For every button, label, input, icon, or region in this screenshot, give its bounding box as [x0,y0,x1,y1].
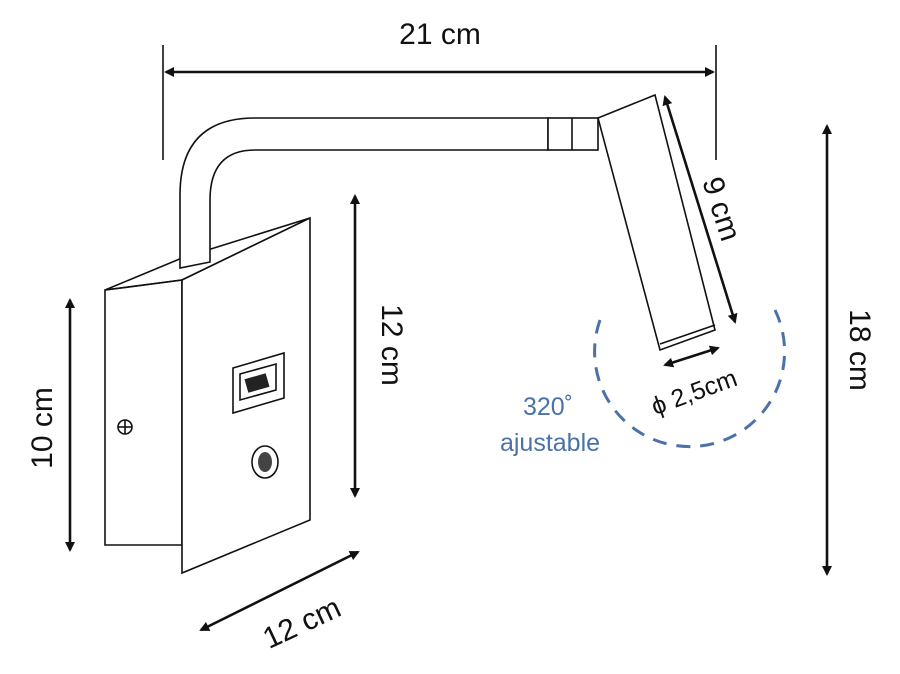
diameter-arrow [663,345,720,368]
rotation-adjustable-label: ajustable [500,429,600,457]
front-plate [181,216,311,575]
rotation-arc [593,309,787,449]
head-length-arrow [662,95,738,324]
total-height-label: 18 cm [843,309,876,391]
plate-height-label: 12 cm [375,304,408,386]
plate-depth-label: 12 cm [258,591,346,655]
rotation-angle-label: 320˚ [523,393,573,421]
lamp-arm [179,117,549,269]
head-length-label: 9 cm [695,173,746,245]
width-label: 21 cm [399,18,481,51]
box-height-label: 10 cm [26,387,59,469]
usb-port-icon [232,351,285,415]
arm-joint [547,117,599,151]
diameter-label: ϕ 2,5cm [648,364,741,421]
screw-icon [117,419,133,435]
lamp-head [597,93,716,352]
plate-depth-arrow [199,550,360,632]
switch-icon [251,445,279,479]
